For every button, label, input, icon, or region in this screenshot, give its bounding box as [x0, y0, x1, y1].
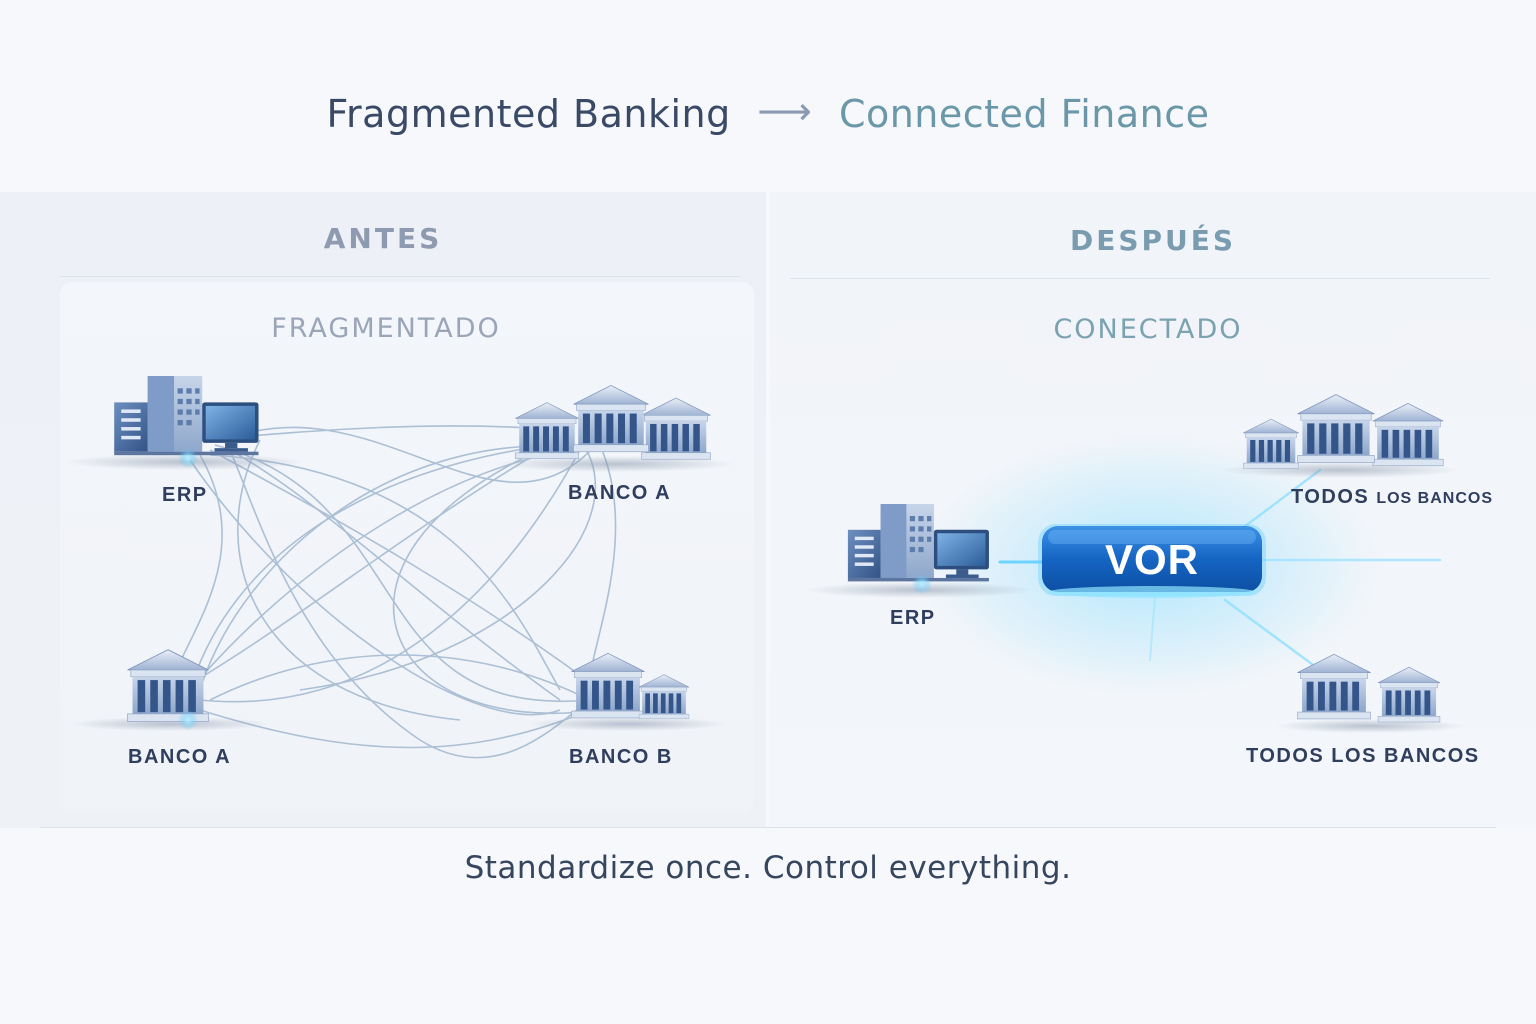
erp-building-icon	[847, 504, 989, 594]
after-heading: DESPUÉS	[1069, 224, 1237, 257]
erp-building-icon	[114, 376, 259, 468]
before-heading: ANTES	[323, 222, 443, 255]
bank-icon	[571, 652, 690, 720]
footer-divider	[40, 827, 1496, 828]
bank-cluster-icon	[514, 384, 711, 460]
bank-icon	[126, 649, 210, 730]
before-bank-top-label: BANCO A	[568, 482, 672, 504]
tangled-connection-lines	[169, 425, 617, 759]
hub-connection-lines	[998, 468, 1442, 672]
page-title: Fragmented Banking ⟶ Connected Finance	[0, 89, 1536, 136]
bank-cluster-icon	[1297, 653, 1441, 723]
bank-cluster-icon	[1242, 394, 1444, 469]
after-subheading: CONECTADO	[1053, 314, 1243, 345]
after-banks-bottom-label: TODOS LOS BANCOS	[1246, 745, 1480, 767]
vor-hub-label: VOR	[1104, 536, 1199, 583]
after-banks-top-main: TODOS	[1291, 486, 1377, 508]
vor-hub	[1038, 524, 1266, 598]
footer-tagline: Standardize once. Control everything.	[464, 850, 1072, 886]
arrow-right-icon: ⟶	[757, 89, 813, 133]
divider	[790, 278, 1490, 279]
before-subheading: FRAGMENTADO	[271, 313, 501, 344]
before-bank-bottom-right-label: BANCO B	[569, 746, 673, 768]
divider	[60, 276, 740, 277]
after-erp-label: ERP	[890, 607, 936, 629]
title-right: Connected Finance	[838, 92, 1210, 136]
before-erp-label: ERP	[162, 484, 208, 506]
after-banks-top-label: TODOS LOS BANCOS	[1291, 486, 1493, 509]
before-bank-bottom-left-label: BANCO A	[128, 746, 232, 768]
title-left: Fragmented Banking	[326, 92, 731, 136]
after-banks-top-small: LOS BANCOS	[1376, 490, 1493, 507]
